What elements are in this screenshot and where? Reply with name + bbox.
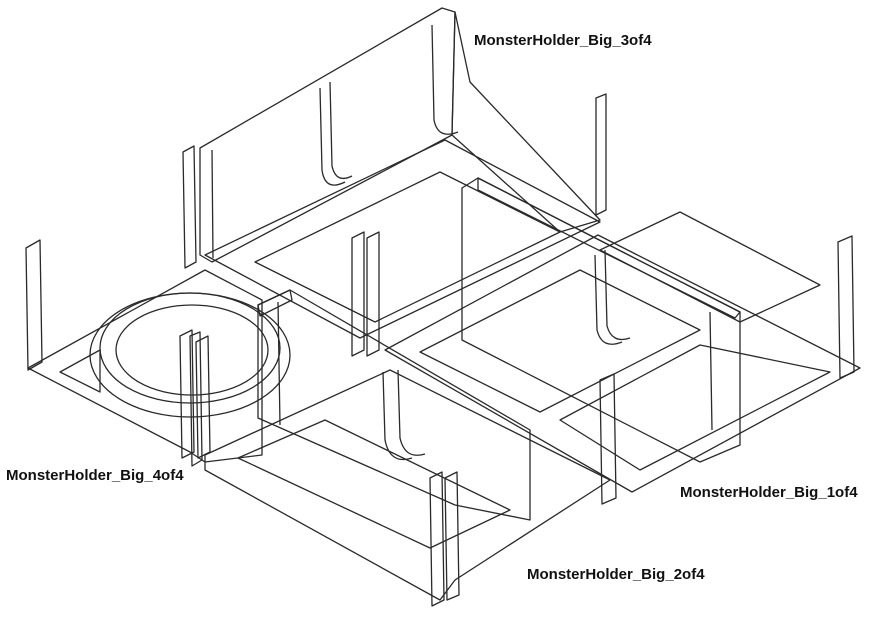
label-part-1of4: MonsterHolder_Big_1of4 (680, 484, 858, 501)
part-3of4 (182, 7, 607, 339)
part-4of4 (25, 239, 291, 463)
part-1of4 (351, 177, 861, 505)
label-part-2of4: MonsterHolder_Big_2of4 (527, 566, 705, 583)
part-2of4 (189, 289, 611, 607)
label-part-4of4: MonsterHolder_Big_4of4 (6, 467, 184, 484)
label-part-3of4: MonsterHolder_Big_3of4 (474, 32, 652, 49)
